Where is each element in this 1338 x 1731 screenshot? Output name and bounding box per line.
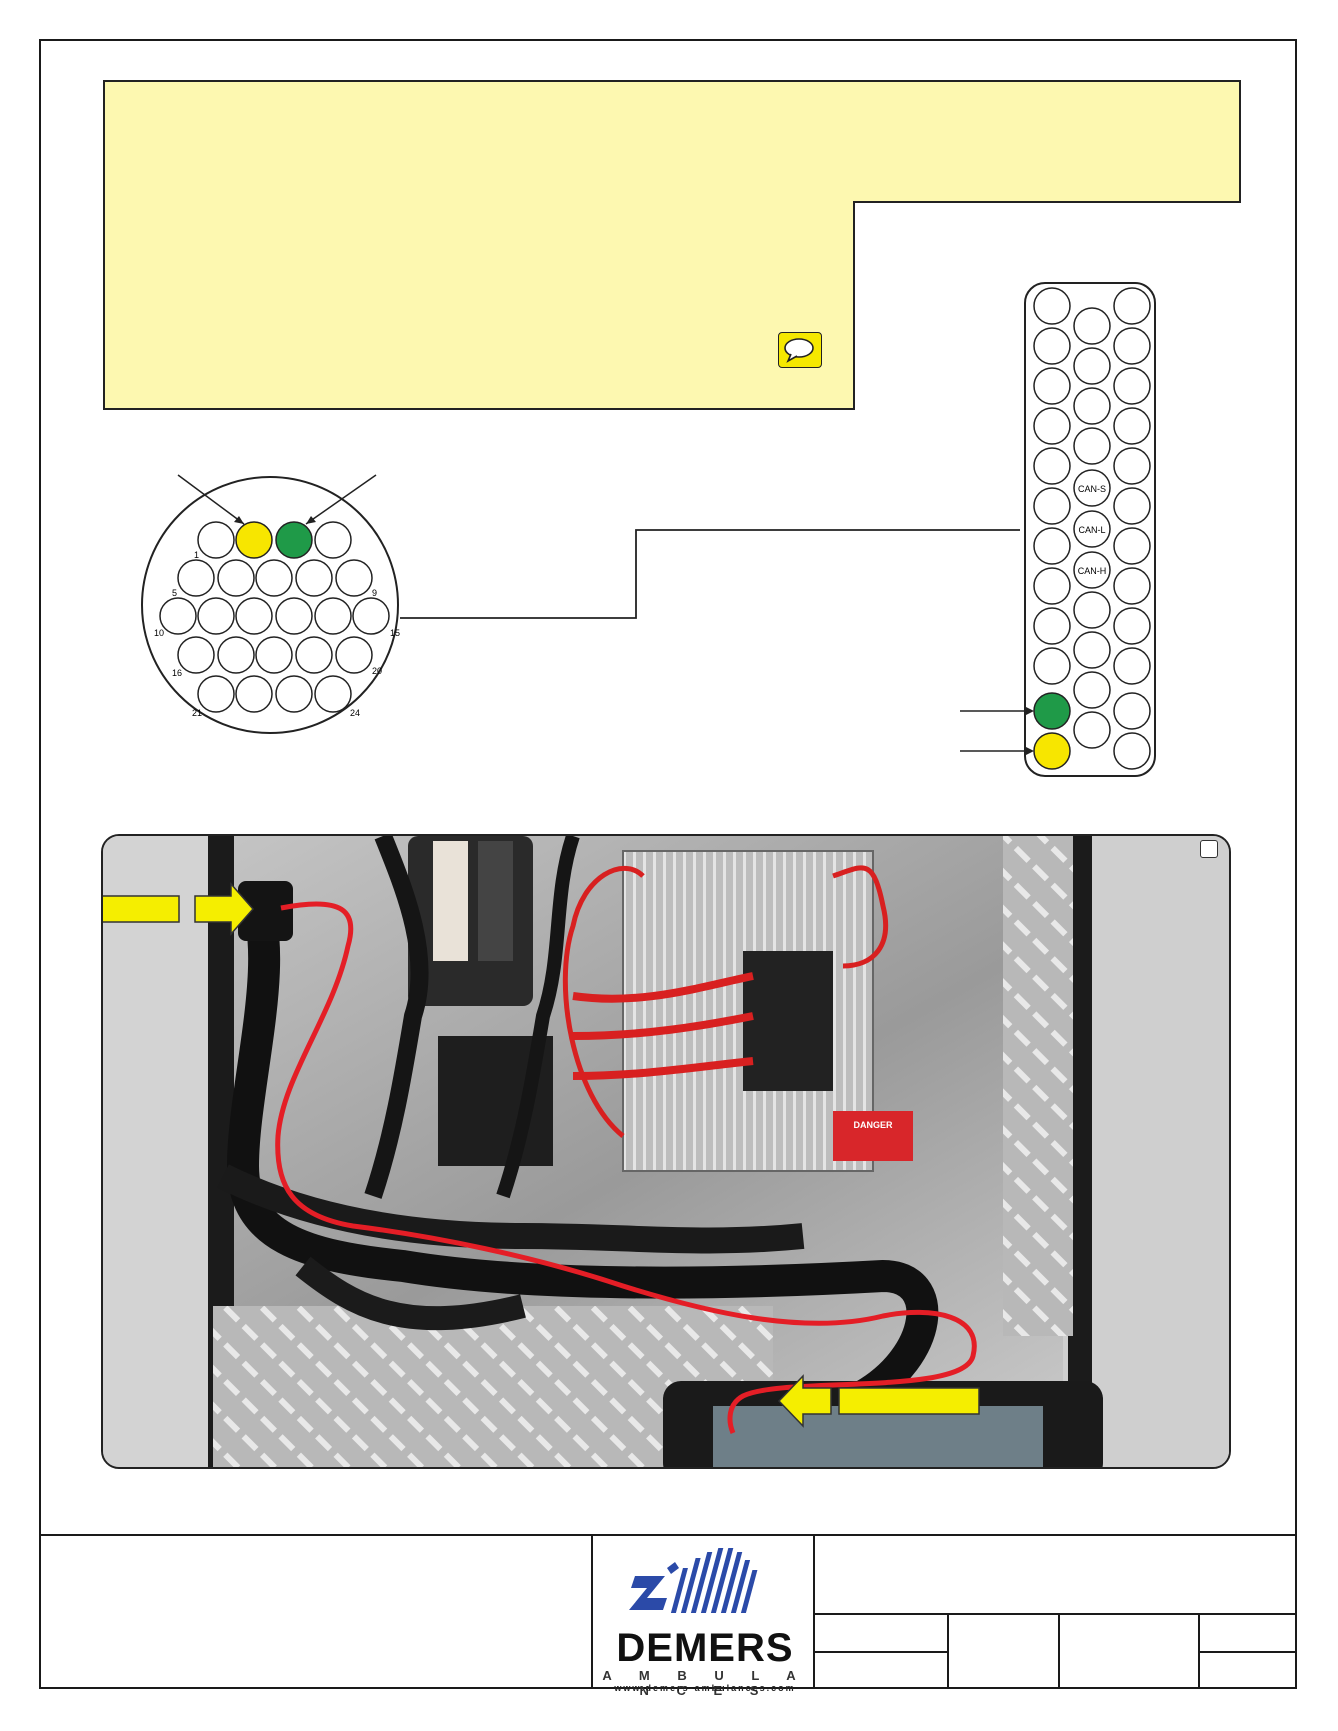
comment-icon[interactable] [778, 332, 822, 368]
demers-logo: DEMERS A M B U L A N C E S www.demers-am… [595, 1538, 815, 1698]
arrow-icon [103, 882, 254, 936]
note-callout [103, 80, 1241, 410]
logo-subtitle: A M B U L A N C E S [602, 1668, 808, 1698]
arrow-icon [777, 1374, 980, 1428]
title-block [39, 1534, 1297, 1689]
logo-mark-icon [629, 1548, 758, 1613]
route-line [275, 901, 977, 1434]
photo-corner-marker [1200, 840, 1218, 858]
wiring-photo: DANGER [101, 834, 1231, 1469]
logo-name: DEMERS [616, 1626, 794, 1670]
logo-website: www.demers-ambulances.com [614, 1683, 796, 1693]
danger-sticker-text: DANGER [853, 1120, 893, 1130]
drawing-frame [39, 39, 1297, 1689]
